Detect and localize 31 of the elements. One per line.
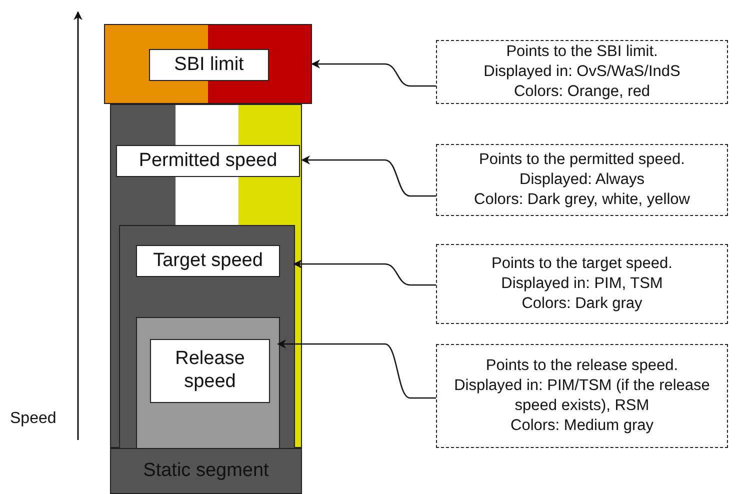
sbi-limit-band [104, 24, 312, 104]
callout-box [436, 244, 728, 324]
callout-text: Points to the target speed. [492, 254, 672, 274]
target-speed-box [119, 225, 295, 449]
callout-text: Displayed: Always [520, 170, 644, 190]
segment-label: Static segment [143, 460, 269, 482]
callout-text: Points to the SBI limit. [506, 42, 658, 62]
release-speed-box [136, 317, 280, 450]
callout-text: Colors: Medium gray [510, 416, 654, 436]
callout-text: Displayed in: PIM/TSM (if the release speed exists), RSM [453, 376, 711, 416]
axis-label: Speed [10, 410, 56, 428]
callout-box [436, 40, 728, 104]
callout-text: Colors: Dark grey, white, yellow [474, 190, 690, 210]
callout-box [436, 144, 728, 216]
callout-text: Points to the permitted speed. [479, 150, 685, 170]
arrow [293, 260, 436, 286]
callout-text: Displayed in: OvS/WaS/IndS [484, 62, 680, 82]
static-segment-bar [110, 448, 302, 494]
speed-label: Permitted speed [116, 145, 300, 177]
arrow [277, 340, 436, 399]
callout-text: Points to the release speed. [486, 356, 678, 376]
callout-text: Colors: Orange, red [514, 82, 650, 102]
speed-label: Release speed [150, 339, 270, 403]
callout-text: Colors: Dark gray [522, 294, 642, 314]
speed-label: Target speed [136, 245, 280, 277]
speed-label: SBI limit [149, 49, 269, 81]
arrow [301, 156, 436, 197]
callout-text: Displayed in: PIM, TSM [501, 274, 663, 294]
arrow [311, 60, 436, 87]
callout-box [436, 344, 728, 448]
permitted-speed-band [110, 104, 302, 448]
